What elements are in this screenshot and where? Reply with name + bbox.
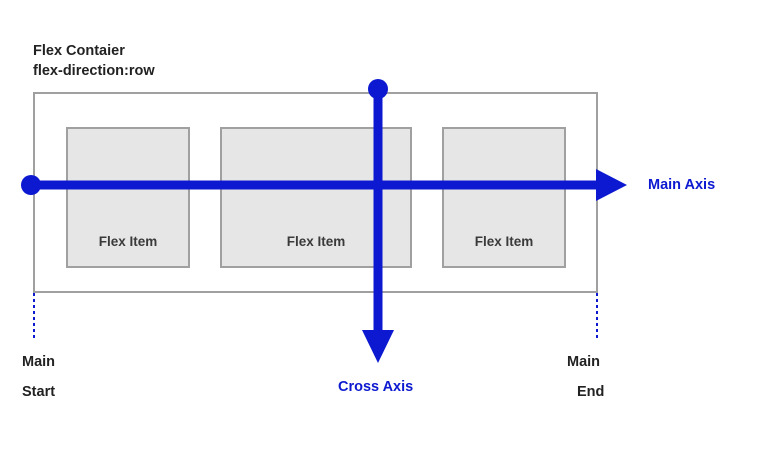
- main-end-label: Main End: [567, 347, 625, 407]
- flex-item-3: Flex Item: [442, 127, 566, 268]
- flex-item-1: Flex Item: [66, 127, 190, 268]
- main-axis-arrow-icon: [596, 169, 627, 201]
- flex-item-label: Flex Item: [286, 234, 346, 249]
- main-axis-start-dot-icon: [21, 175, 41, 195]
- cross-axis-label: Cross Axis: [338, 379, 414, 395]
- main-start-label: Main Start: [22, 347, 55, 407]
- main-start-line-2: Start: [22, 384, 56, 400]
- flex-item-label: Flex Item: [474, 234, 534, 249]
- cross-axis-arrow-icon: [362, 330, 394, 363]
- flex-container-title-line-2: flex-direction:row: [33, 63, 155, 79]
- main-axis-label: Main Axis: [648, 177, 716, 193]
- main-end-line-1: Main: [567, 354, 601, 370]
- main-start-line-1: Main: [22, 354, 56, 370]
- flex-container-title-line-1: Flex Contaier: [33, 43, 125, 59]
- main-end-line-2: End: [577, 384, 605, 400]
- flex-item-label: Flex Item: [98, 234, 158, 249]
- cross-axis-start-dot-icon: [368, 79, 388, 99]
